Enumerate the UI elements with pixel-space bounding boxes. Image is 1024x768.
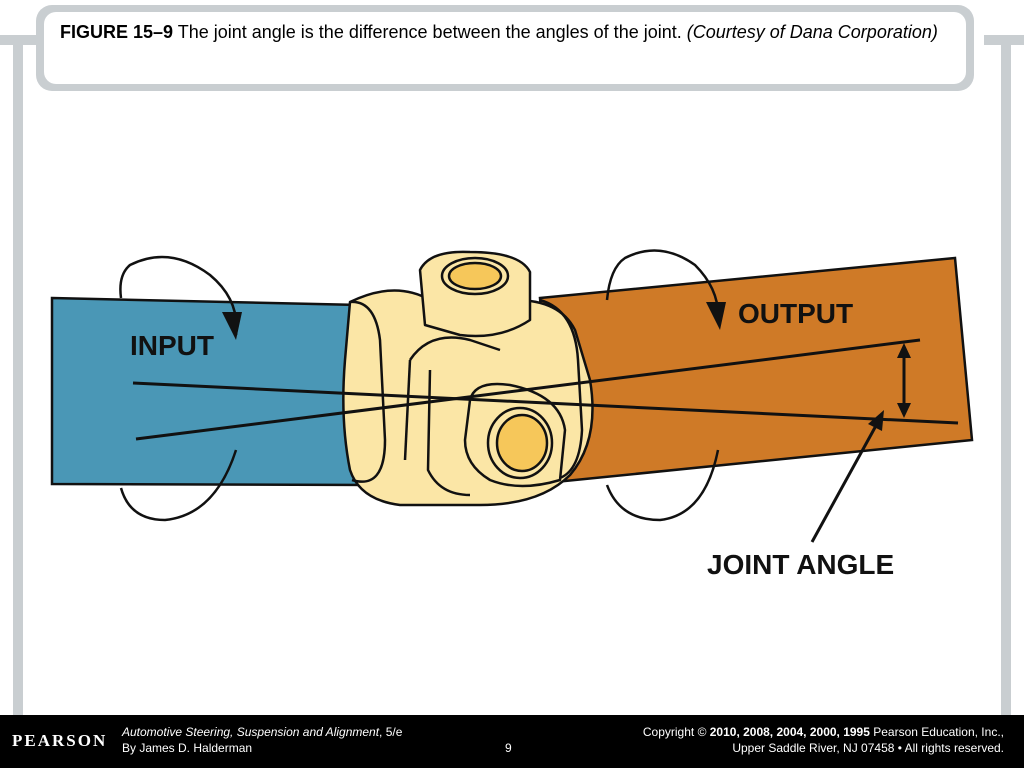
figure-caption: FIGURE 15–9 The joint angle is the diffe… <box>60 21 940 44</box>
input-arrowhead <box>222 312 242 340</box>
footer-book-info: Automotive Steering, Suspension and Alig… <box>122 724 402 756</box>
book-author: By James D. Halderman <box>122 741 253 755</box>
output-arrowhead <box>706 302 726 330</box>
universal-joint <box>342 250 594 507</box>
figure-label: FIGURE 15–9 <box>60 22 174 42</box>
pearson-logo: PEARSON <box>12 731 108 750</box>
joint-angle-dimension <box>897 343 911 418</box>
copyright-holder: Pearson Education, Inc., <box>869 725 1004 739</box>
copyright-address: Upper Saddle River, NJ 07458 • All right… <box>732 741 1004 755</box>
joint-angle-leader <box>810 410 884 543</box>
input-rotation-arrow <box>119 255 238 522</box>
copyright-prefix: Copyright © <box>642 725 710 739</box>
joint-angle-label: JOINT ANGLE <box>707 549 894 580</box>
page-number: 9 <box>505 741 512 755</box>
input-axis-line <box>132 381 959 425</box>
slide-frame <box>0 5 1024 715</box>
book-title: Automotive Steering, Suspension and Alig… <box>122 725 380 739</box>
footer-copyright: Copyright © 2010, 2008, 2004, 2000, 1995… <box>643 724 1004 756</box>
book-edition: , 5/e <box>379 725 403 739</box>
caption-text: The joint angle is the difference betwee… <box>173 22 687 42</box>
output-axis-line <box>135 338 921 441</box>
output-shaft <box>538 256 974 484</box>
copyright-years: 2010, 2008, 2004, 2000, 1995 <box>709 725 870 739</box>
output-label: OUTPUT <box>738 298 853 329</box>
u-joint-diagram: INPUT OUTPUT JOINT ANGLE <box>50 249 974 580</box>
output-rotation-arrow <box>605 249 720 522</box>
input-label: INPUT <box>130 330 214 361</box>
caption-courtesy: (Courtesy of Dana Corporation) <box>686 22 938 42</box>
slide-footer: PEARSON Automotive Steering, Suspension … <box>0 715 1024 768</box>
